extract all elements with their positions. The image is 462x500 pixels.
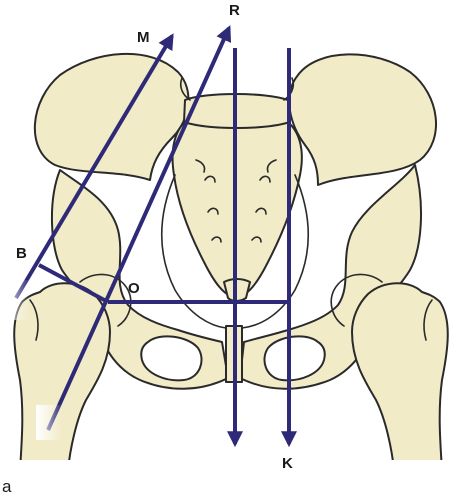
- femur-fade: [0, 460, 462, 500]
- left-femoral-head: [79, 273, 132, 327]
- label-k: K: [282, 455, 293, 472]
- labels: M R B O K a: [2, 2, 293, 496]
- vertebra-process-left: [179, 77, 191, 101]
- sacral-foramina: [195, 159, 277, 243]
- line-r-oblique: [46, 25, 232, 431]
- right-obturator-foramen: [263, 335, 326, 382]
- pelvic-brim-left: [161, 174, 227, 329]
- sacrum: [171, 109, 303, 299]
- vertebra-process-right: [283, 77, 295, 101]
- label-o: O: [128, 280, 140, 297]
- label-b: B: [16, 245, 27, 262]
- pelvis-illustration: [0, 53, 462, 500]
- right-femur: [351, 282, 449, 471]
- left-ilium: [34, 53, 190, 181]
- left-greater-trochanter: [29, 299, 39, 341]
- label-m: M: [137, 29, 150, 46]
- pelvic-brim-right: [241, 174, 309, 329]
- right-ilium: [288, 53, 437, 186]
- line-m: [14, 33, 174, 300]
- label-r: R: [229, 2, 240, 19]
- line-fade-bottom: [36, 405, 62, 440]
- left-obturator-foramen: [140, 335, 203, 382]
- right-greater-trochanter: [423, 299, 433, 341]
- line-b-o: [38, 263, 109, 304]
- axis-lines: [0, 25, 297, 448]
- line-fade-left: [0, 280, 30, 320]
- panel-label: a: [2, 477, 12, 496]
- right-femoral-head: [330, 273, 383, 327]
